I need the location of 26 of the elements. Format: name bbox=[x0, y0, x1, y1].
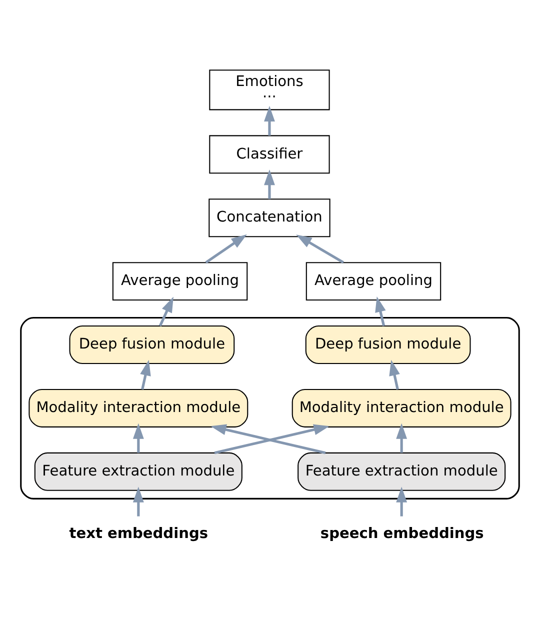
node-box: Average pooling bbox=[112, 262, 248, 300]
arrow bbox=[140, 359, 151, 390]
node-box: Feature extraction module bbox=[298, 452, 506, 490]
node-box: Feature extraction module bbox=[34, 452, 242, 490]
node-box: Average pooling bbox=[306, 262, 442, 300]
node-box: Concatenation bbox=[208, 198, 330, 237]
arrow bbox=[264, 105, 275, 136]
arrow bbox=[296, 234, 344, 264]
arrow bbox=[205, 234, 247, 264]
cluster bbox=[20, 316, 520, 499]
arrow bbox=[389, 359, 400, 390]
node-box: Modality interaction module bbox=[292, 388, 512, 427]
node-text: speech embeddings bbox=[320, 524, 484, 542]
arrow bbox=[264, 168, 275, 199]
arrow bbox=[132, 486, 144, 516]
arrow bbox=[396, 486, 408, 516]
arrow bbox=[396, 422, 408, 452]
arrow bbox=[158, 296, 174, 326]
node-text: text embeddings bbox=[69, 524, 208, 542]
arrow bbox=[375, 296, 386, 326]
node-box: Deep fusion module bbox=[69, 325, 235, 364]
node-box: Deep fusion module bbox=[305, 325, 471, 364]
node-box: Modality interaction module bbox=[28, 388, 248, 427]
node-box: Classifier bbox=[209, 134, 330, 174]
node-box: Emotions ··· bbox=[209, 69, 330, 110]
arrow bbox=[132, 422, 144, 452]
